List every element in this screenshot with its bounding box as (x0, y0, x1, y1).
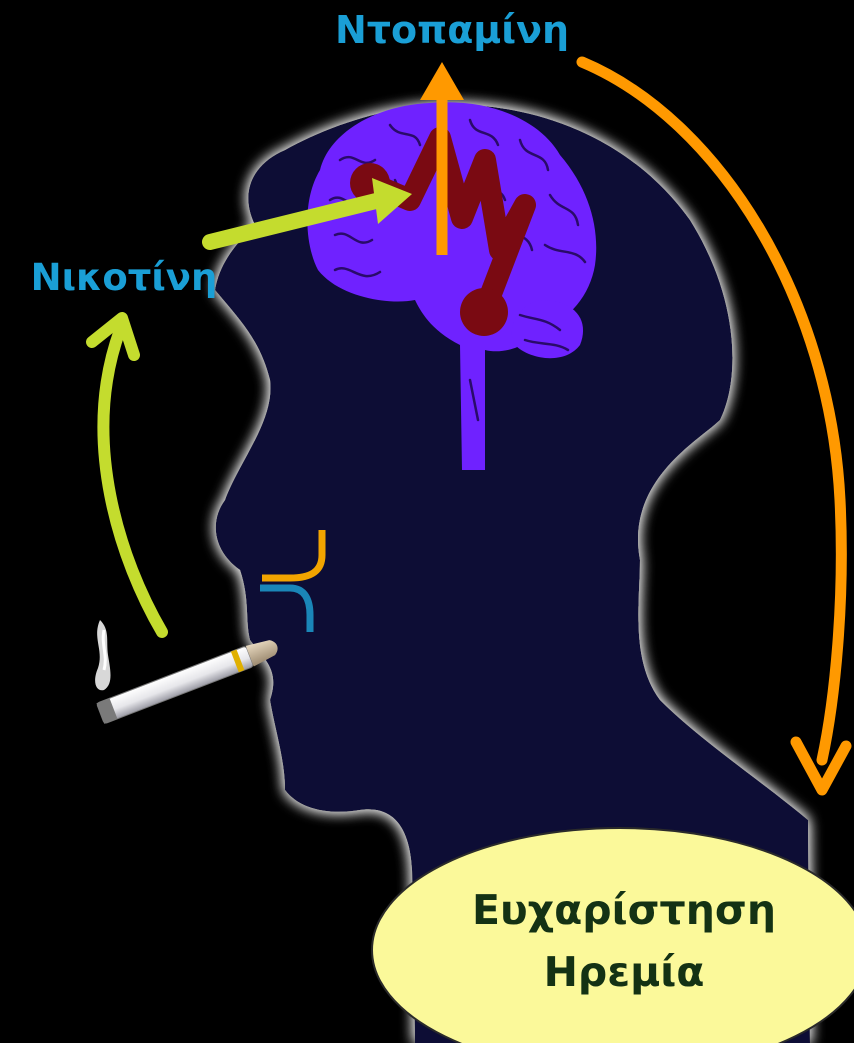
cigarette-icon (96, 635, 281, 723)
outcome-calm-label: Ηρεμία (544, 948, 705, 996)
smoke-icon (95, 620, 110, 690)
outcome-pleasure-label: Ευχαρίστηση (472, 886, 776, 934)
dopamine-label: Ντοπαμίνη (335, 8, 569, 52)
cigarette-to-nicotine-arrow (92, 318, 162, 632)
nicotine-label: Νικοτίνη (31, 256, 218, 299)
